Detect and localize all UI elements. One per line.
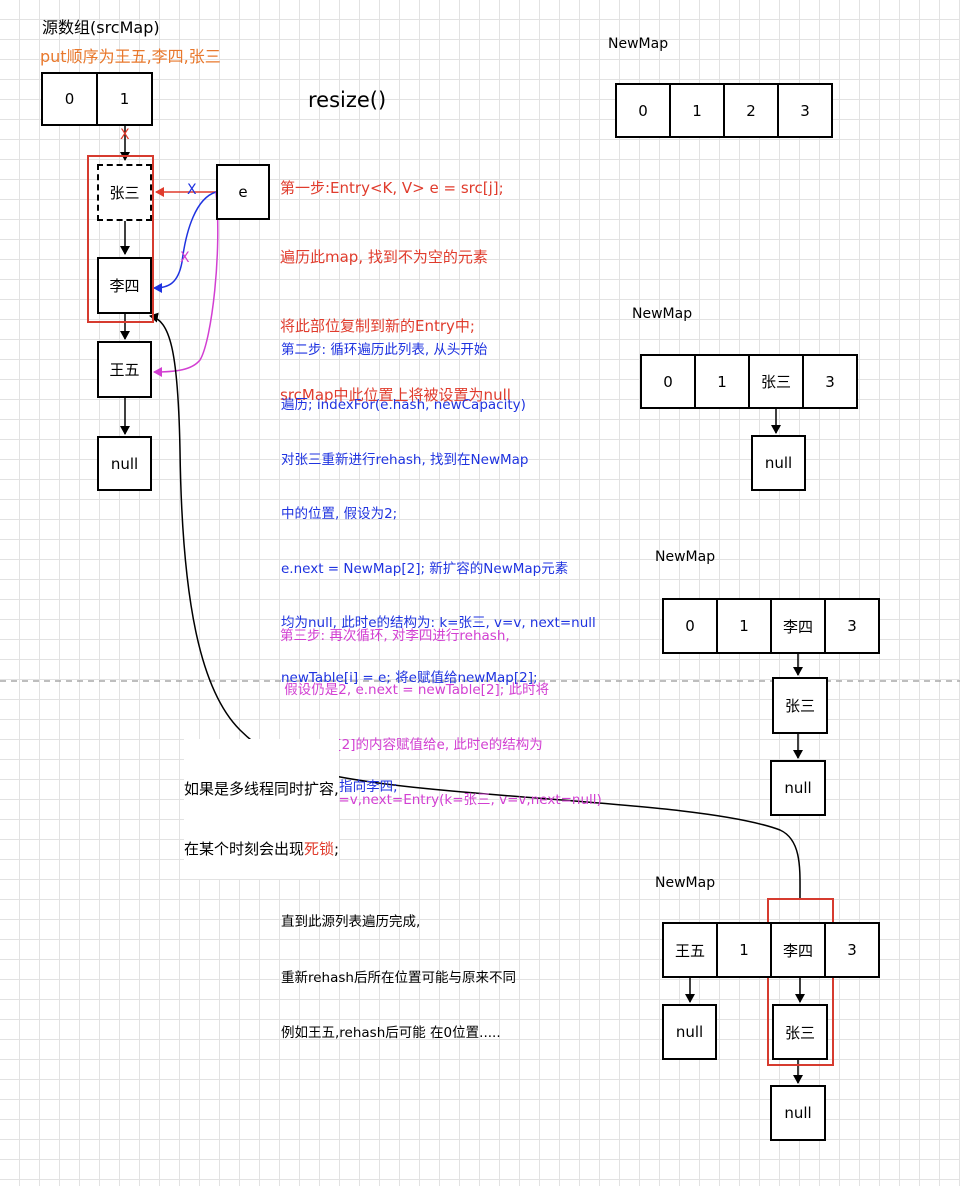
step1-line: 遍历此map, 找到不为空的元素 (280, 248, 488, 266)
newmap4-label: NewMap (655, 875, 716, 891)
newmap1-cell: 2 (725, 85, 779, 136)
newmap3-array: 0 1 李四 3 (662, 598, 880, 654)
deadlock-line1: 如果是多线程同时扩容, (184, 780, 339, 798)
src-node-null: null (97, 436, 152, 491)
x-mark-magenta: X (180, 250, 190, 266)
step1-line: 第一步:Entry<K, V> e = src[j]; (280, 179, 504, 197)
deadlock-note: 如果是多线程同时扩容, 在某个时刻会出现死锁; (184, 739, 340, 879)
newmap4-cell: 王五 (664, 924, 718, 976)
step1-line: 将此部位复制到新的Entry中; (280, 317, 475, 335)
deadlock-line2: 在某个时刻会出现死锁; (184, 839, 339, 859)
newmap4-null-node: null (770, 1085, 826, 1141)
deadlock-word: 死锁 (304, 840, 335, 858)
newmap1-array: 0 1 2 3 (615, 83, 833, 138)
src-map-title: 源数组(srcMap) (42, 18, 160, 37)
step2-text: 第二步: 循环遍历此列表, 从头开始 遍历; indexFor(e.hash, … (281, 305, 596, 815)
newmap3-zhangsan-node: 张三 (772, 677, 828, 734)
newmap1-cell: 1 (671, 85, 725, 136)
step3-line: 假设仍是2, e.next = newTable[2]; 此时将 (280, 682, 550, 699)
resize-label: resize() (308, 88, 387, 112)
newmap2-cell: 张三 (750, 356, 804, 407)
newmap4-zhangsan-node: 张三 (772, 1004, 828, 1060)
newmap2-label: NewMap (632, 306, 693, 322)
newmap2-cell: 3 (825, 372, 835, 391)
arrow-e-to-lisi (153, 191, 217, 293)
newmap4-cell0-null-node: null (662, 1004, 717, 1060)
newmap2-cell: 0 (642, 356, 696, 407)
newmap4-cell: 李四 (772, 924, 826, 976)
put-order-label: put顺序为王五,李四,张三 (40, 47, 221, 66)
newmap2-array: 0 1 张三 3 (640, 354, 858, 409)
newmap3-cell: 李四 (772, 600, 826, 652)
final-note-line: 重新rehash后所在位置可能与原来不同 (281, 969, 516, 986)
arrow-e-to-wangwu (153, 191, 219, 377)
step3-line: 第三步: 再次循环, 对李四进行rehash, (280, 627, 510, 644)
newmap3-cell: 0 (664, 600, 718, 652)
newmap2-null-node: null (751, 435, 806, 491)
final-note: 直到此源列表遍历完成, 重新rehash后所在位置可能与原来不同 例如王五,re… (281, 876, 516, 1061)
entry-e-box: e (216, 164, 270, 220)
step2-line: e.next = NewMap[2]; 新扩容的NewMap元素 (281, 560, 569, 577)
newmap1-label: NewMap (608, 36, 669, 52)
newmap3-label: NewMap (655, 549, 716, 565)
step2-line: 中的位置, 假设为2; (281, 506, 398, 523)
x-mark-blue: X (187, 182, 197, 198)
src-node-lisi: 李四 (97, 257, 152, 314)
deadlock-line2-suffix: ; (334, 840, 340, 858)
step1-line: srcMap中此位置上将被设置为null (280, 386, 511, 404)
src-array-cell-1: 1 (119, 90, 130, 108)
step2-line: 第二步: 循环遍历此列表, 从头开始 (281, 342, 488, 359)
newmap3-cell: 3 (847, 617, 857, 635)
newmap4-cell: 1 (718, 924, 772, 976)
deadlock-line2-prefix: 在某个时刻会出现 (184, 840, 305, 858)
newmap3-cell: 1 (718, 600, 772, 652)
newmap3-null-node: null (770, 760, 826, 816)
step2-line: 遍历; indexFor(e.hash, newCapacity) (281, 397, 526, 414)
src-node-zhangsan: 张三 (97, 164, 152, 221)
src-node-wangwu: 王五 (97, 341, 152, 398)
newmap4-highlight (767, 898, 834, 1066)
newmap1-cell: 0 (617, 85, 671, 136)
step2-line: 对张三重新进行rehash, 找到在NewMap (281, 451, 529, 468)
src-array-cell-0: 0 (43, 74, 98, 124)
newmap1-cell: 3 (800, 101, 810, 120)
newmap4-cell: 3 (847, 941, 857, 959)
x-mark-red: X (120, 127, 130, 143)
step2-line: 均为null, 此时e的结构为: k=张三, v=v, next=null (281, 615, 596, 632)
src-chain-highlight (87, 155, 154, 323)
step2-line: newTable[i] = e; 将e赋值给newMap[2]; (281, 670, 538, 687)
final-note-line: 例如王五,rehash后可能 在0位置..... (281, 1025, 501, 1041)
newmap4-array: 王五 1 李四 3 (662, 922, 880, 978)
final-note-line: 直到此源列表遍历完成, (281, 914, 421, 930)
src-array: 0 1 (41, 72, 153, 126)
step1-text: 第一步:Entry<K, V> e = src[j]; 遍历此map, 找到不为… (280, 131, 511, 430)
newmap2-cell: 1 (696, 356, 750, 407)
